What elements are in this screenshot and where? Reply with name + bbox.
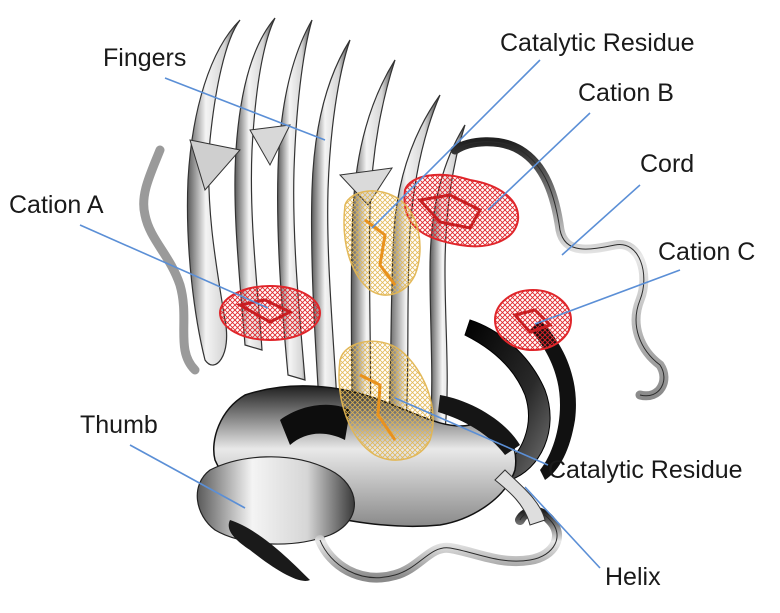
label-cation-c: Cation C (658, 238, 755, 266)
label-helix: Helix (605, 563, 661, 591)
label-cation-b: Cation B (578, 79, 674, 107)
leader-cation-b (488, 113, 590, 210)
label-catalytic-residue-top: Catalytic Residue (500, 29, 695, 57)
label-cation-a: Cation A (9, 191, 104, 219)
cation-b-mesh (404, 175, 518, 246)
label-catalytic-residue-bottom: Catalytic Residue (548, 456, 743, 484)
cation-c-mesh (495, 290, 571, 350)
label-fingers: Fingers (103, 44, 186, 72)
label-cord: Cord (640, 150, 694, 178)
label-thumb: Thumb (80, 411, 158, 439)
